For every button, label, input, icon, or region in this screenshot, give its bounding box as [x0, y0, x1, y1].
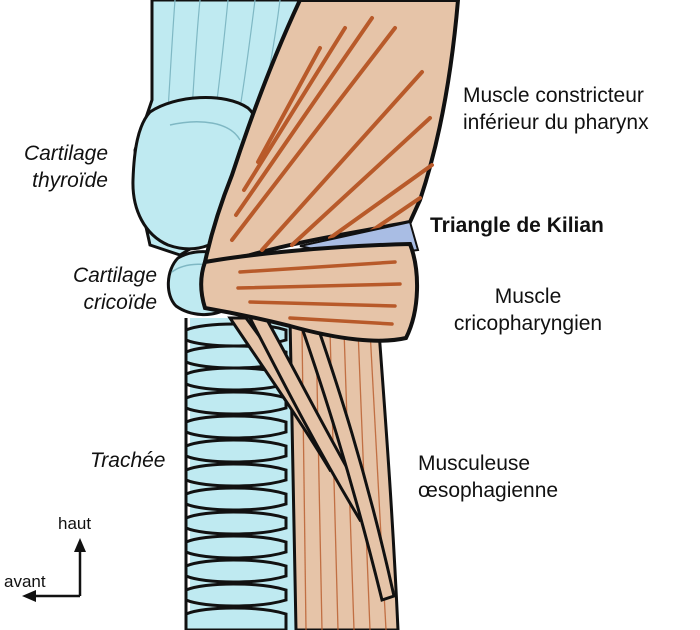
oblique-muscle-slings: [227, 316, 396, 602]
orientation-arrows: [30, 548, 82, 598]
label-kilian-triangle: Triangle de Kilian: [430, 214, 604, 237]
inferior-constrictor-muscle: [202, 0, 461, 265]
label-cricopharyngeus: Muscle cricopharyngien: [453, 285, 603, 335]
orientation-up-label: haut: [58, 514, 92, 533]
forward-arrow-icon: [22, 590, 36, 602]
up-arrow-icon: [74, 538, 86, 552]
constrictor-fibers: [230, 16, 434, 252]
label-cricoid-cartilage: Cartilage cricoïde: [72, 264, 157, 314]
thyroid-inner-line: [169, 121, 241, 141]
label-thyroid-cartilage: Cartilage thyroïde: [23, 142, 108, 192]
label-esophageal-muscle: Musculeuse œsophagienne: [418, 452, 559, 502]
label-trachea: Trachée: [90, 449, 166, 472]
label-inferior-constrictor: Muscle constricteur inférieur du pharynx: [463, 84, 649, 134]
trachea: [184, 318, 298, 630]
orientation-forward-label: avant: [4, 572, 46, 591]
cricopharyngeus-muscle: [199, 241, 419, 343]
cricopharyngeus-fibers: [236, 260, 402, 326]
